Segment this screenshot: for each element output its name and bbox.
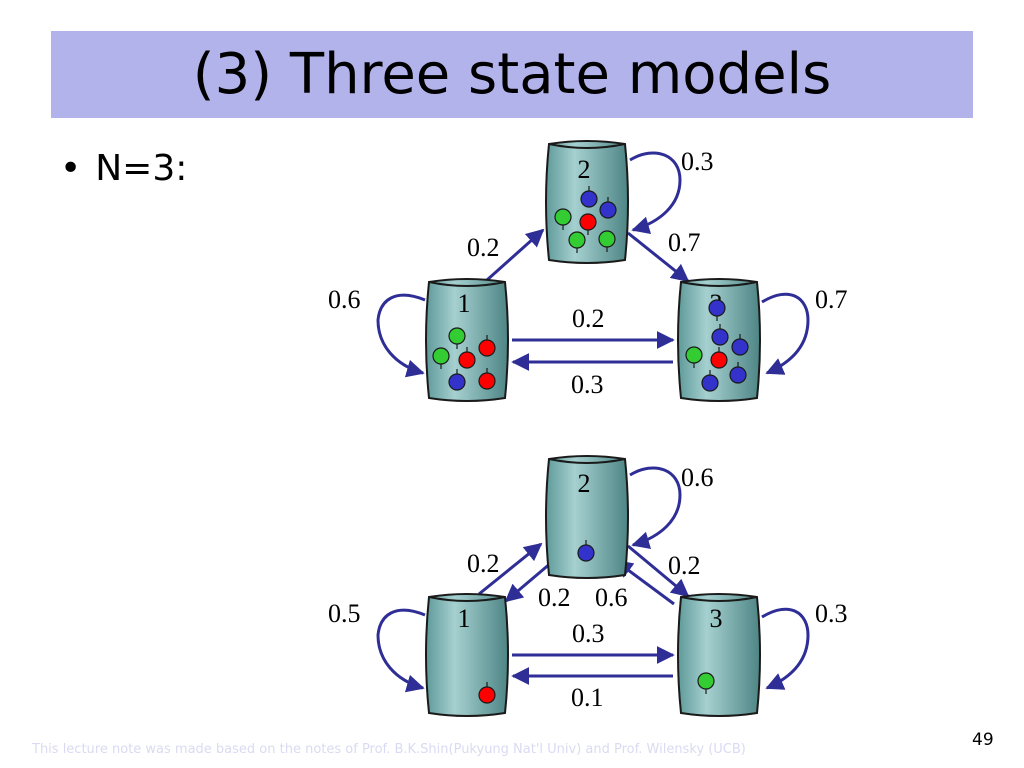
urn-2-label: 2 [578, 469, 591, 498]
arrow-self-2 [629, 151, 682, 235]
urn-2-label: 2 [578, 155, 591, 184]
urn-1-balls [478, 682, 496, 704]
urn-1-balls [432, 327, 496, 391]
prob-self-2: 0.6 [681, 463, 714, 492]
urn-3-balls [685, 299, 749, 392]
prob-self-1: 0.6 [328, 285, 361, 314]
urn-1-label: 1 [458, 604, 471, 633]
urn-2-balls [577, 540, 595, 562]
bullet-text: N=3: [95, 148, 188, 189]
urn-3-label: 3 [710, 604, 723, 633]
arrow-self-3 [761, 607, 810, 690]
model-bottom: 2 1 3 0.6 0.2 0.2 0.2 0.6 0.5 0.3 0.3 0.… [328, 455, 848, 717]
bullet-dot-icon: • [60, 148, 82, 189]
arrow-2-to-3 [627, 544, 690, 598]
prob-2-to-3: 0.2 [668, 551, 701, 580]
prob-3-to-1: 0.1 [571, 683, 604, 712]
prob-1-to-2: 0.2 [467, 233, 500, 262]
prob-self-2: 0.3 [681, 147, 714, 176]
prob-2-to-3: 0.7 [668, 228, 701, 257]
prob-1-to-3: 0.2 [572, 304, 605, 333]
arrow-2-to-3 [627, 231, 690, 283]
prob-3-to-1: 0.3 [571, 370, 604, 399]
footer-note: This lecture note was made based on the … [32, 742, 746, 757]
prob-1-to-2: 0.2 [467, 549, 500, 578]
prob-3-to-2: 0.6 [595, 583, 628, 612]
title-bar: (3) Three state models [51, 31, 973, 118]
prob-self-1: 0.5 [328, 599, 361, 628]
arrow-self-3 [761, 292, 810, 375]
prob-self-3: 0.7 [815, 285, 848, 314]
arrow-1-to-2 [478, 542, 543, 596]
prob-2-to-1: 0.2 [538, 583, 571, 612]
prob-self-3: 0.3 [815, 599, 848, 628]
page-number: 49 [972, 730, 994, 750]
arrow-self-1 [376, 293, 426, 378]
urn-1-label: 1 [458, 289, 471, 318]
arrow-self-2 [629, 466, 682, 550]
urn-3-balls [697, 672, 715, 694]
slide-title: (3) Three state models [192, 42, 832, 107]
arrow-1-to-2 [486, 228, 545, 282]
prob-1-to-3: 0.3 [572, 619, 605, 648]
urn-2-balls [554, 186, 617, 253]
model-top: 2 1 3 [328, 140, 848, 402]
bullet-item: • N=3: [60, 148, 187, 189]
arrow-self-1 [376, 608, 426, 693]
